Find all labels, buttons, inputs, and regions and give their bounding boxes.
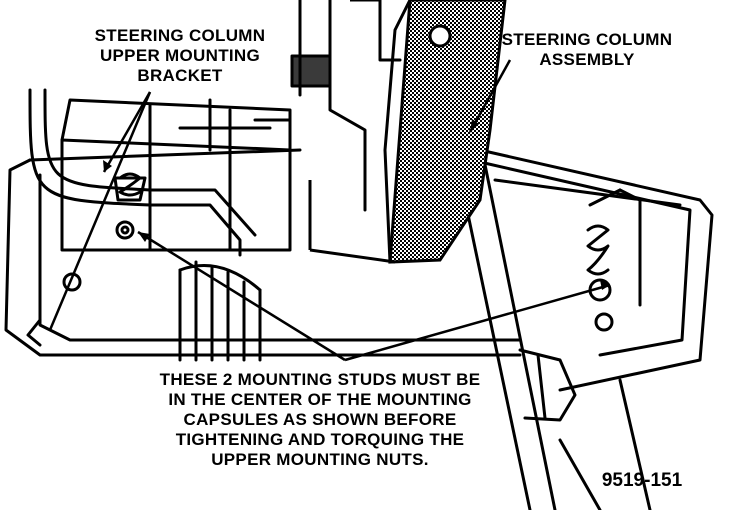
label-steering-column-assembly: STEERING COLUMN ASSEMBLY xyxy=(472,30,702,70)
label-line: ASSEMBLY xyxy=(539,50,635,69)
leader-bracket-a xyxy=(48,91,152,331)
leader-assembly xyxy=(468,59,512,133)
mounting-nut xyxy=(518,348,577,422)
column-bolt-icon xyxy=(428,24,452,48)
left-panel-outline xyxy=(4,158,522,357)
panel-hole-right xyxy=(594,312,614,332)
label-mounting-studs-note: THESE 2 MOUNTING STUDS MUST BE IN THE CE… xyxy=(120,370,520,470)
lever-arm xyxy=(28,88,242,257)
label-upper-mounting-bracket: STEERING COLUMN UPPER MOUNTING BRACKET xyxy=(60,26,300,86)
right-panel-outline xyxy=(478,148,714,392)
leader-stud-left xyxy=(137,230,346,362)
leader-stud-right xyxy=(344,283,611,362)
label-line: STEERING COLUMN xyxy=(501,30,673,49)
bracket-tab xyxy=(290,54,332,88)
left-mounting-stud xyxy=(115,220,135,240)
note-line: IN THE CENTER OF THE MOUNTING xyxy=(168,390,472,409)
note-line: CAPSULES AS SHOWN BEFORE xyxy=(183,410,457,429)
upper-bracket xyxy=(60,138,292,252)
leader-bracket-b xyxy=(102,91,152,173)
label-line: BRACKET xyxy=(137,66,223,85)
note-line: THESE 2 MOUNTING STUDS MUST BE xyxy=(159,370,481,389)
right-spring xyxy=(586,224,610,276)
note-line: UPPER MOUNTING NUTS. xyxy=(211,450,429,469)
figure-number: 9519-151 xyxy=(601,470,683,491)
label-line: UPPER MOUNTING xyxy=(99,46,261,65)
note-line: TIGHTENING AND TORQUING THE xyxy=(175,430,465,449)
label-line: STEERING COLUMN xyxy=(94,26,266,45)
column-shaft xyxy=(463,198,532,510)
panel-hole-left xyxy=(62,272,82,292)
left-panel-inner xyxy=(38,173,522,342)
